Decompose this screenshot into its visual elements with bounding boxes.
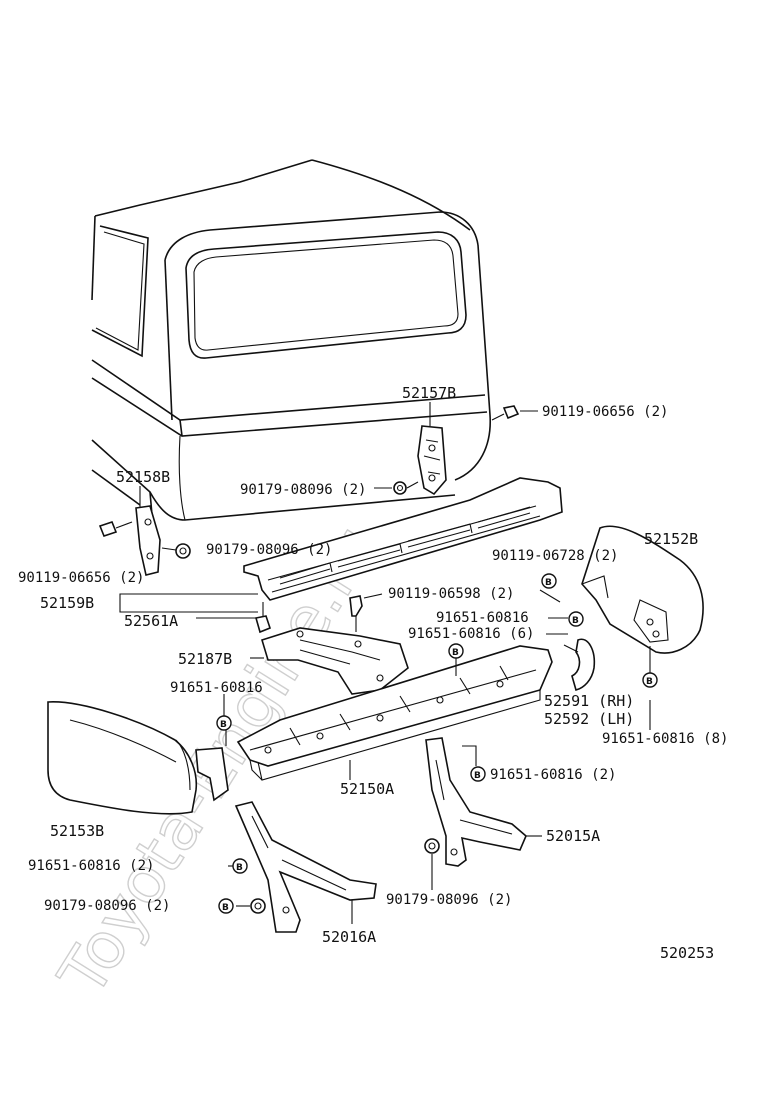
label-90119-06728: 90119-06728 (2) bbox=[492, 548, 618, 564]
svg-text:B: B bbox=[474, 771, 481, 781]
nut-90179-08096-left bbox=[161, 543, 191, 559]
stay-52015A bbox=[425, 737, 527, 867]
label-52591: 52591 (RH) bbox=[544, 692, 634, 710]
label-90119-06656-top: 90119-06656 (2) bbox=[542, 404, 668, 420]
bolt-90119-06656-left bbox=[98, 521, 133, 537]
nut-90179-08096-bottom-right bbox=[424, 838, 440, 890]
bumper-end-52152B bbox=[581, 525, 704, 654]
svg-text:B: B bbox=[545, 578, 552, 588]
leader-lines bbox=[119, 402, 651, 924]
label-90119-06656-left: 90119-06656 (2) bbox=[18, 570, 144, 586]
bracket-52158B bbox=[135, 500, 161, 576]
bracket-52157B bbox=[417, 425, 447, 496]
nut-90179-08096-bottom-left bbox=[236, 898, 266, 914]
label-91651-60816-8: 91651-60816 (8) bbox=[602, 731, 728, 747]
step-pad-52159B bbox=[243, 477, 563, 601]
label-52152B: 52152B bbox=[644, 530, 698, 548]
label-52016A: 52016A bbox=[322, 928, 376, 946]
label-91651-60816-a: 91651-60816 bbox=[436, 610, 529, 626]
svg-text:B: B bbox=[452, 648, 459, 658]
svg-text:B: B bbox=[222, 903, 229, 913]
label-52158B: 52158B bbox=[116, 468, 170, 486]
marker-b-4: B bbox=[642, 672, 658, 688]
side-bracket-52591-52592 bbox=[571, 638, 596, 691]
label-52187B: 52187B bbox=[178, 650, 232, 668]
marker-b-1: B bbox=[541, 573, 557, 589]
label-90179-08096-bottom-right: 90179-08096 (2) bbox=[386, 892, 512, 908]
marker-b-5: B bbox=[216, 715, 232, 731]
label-52150A: 52150A bbox=[340, 780, 394, 798]
side-bracket-left bbox=[195, 747, 229, 802]
label-52159B: 52159B bbox=[40, 594, 94, 612]
vehicle-body-outline bbox=[91, 159, 491, 521]
bolt-90119-06598 bbox=[349, 593, 383, 632]
label-52157B: 52157B bbox=[402, 384, 456, 402]
stay-52016A bbox=[234, 801, 377, 933]
reinforcement-52150A bbox=[236, 645, 553, 781]
svg-text:B: B bbox=[220, 720, 227, 730]
marker-b-3: B bbox=[448, 643, 464, 659]
nut-90179-08096-upper bbox=[393, 481, 419, 495]
label-90179-08096-upper: 90179-08096 (2) bbox=[240, 482, 366, 498]
label-52592: 52592 (LH) bbox=[544, 710, 634, 728]
label-52015A: 52015A bbox=[546, 827, 600, 845]
svg-text:B: B bbox=[236, 863, 243, 873]
label-90179-08096-left: 90179-08096 (2) bbox=[206, 542, 332, 558]
bolt-90119-06656-top bbox=[491, 405, 538, 421]
label-90119-06598: 90119-06598 (2) bbox=[388, 586, 514, 602]
marker-b-2: B bbox=[568, 611, 584, 627]
label-52153B: 52153B bbox=[50, 822, 104, 840]
label-91651-60816-left: 91651-60816 bbox=[170, 680, 263, 696]
marker-b-8: B bbox=[218, 898, 234, 914]
label-91651-60816-2-left: 91651-60816 (2) bbox=[28, 858, 154, 874]
label-52561A: 52561A bbox=[124, 612, 178, 630]
svg-text:B: B bbox=[646, 677, 653, 687]
label-91651-60816-2-right: 91651-60816 (2) bbox=[490, 767, 616, 783]
marker-b-6: B bbox=[470, 766, 486, 782]
svg-text:B: B bbox=[572, 616, 579, 626]
label-91651-60816-6: 91651-60816 (6) bbox=[408, 626, 534, 642]
label-90179-08096-bottom-left: 90179-08096 (2) bbox=[44, 898, 170, 914]
clip-52561A bbox=[254, 602, 271, 634]
diagram-number: 520253 bbox=[660, 944, 714, 962]
marker-b-7: B bbox=[232, 858, 248, 874]
bumper-end-52153B bbox=[47, 701, 198, 815]
